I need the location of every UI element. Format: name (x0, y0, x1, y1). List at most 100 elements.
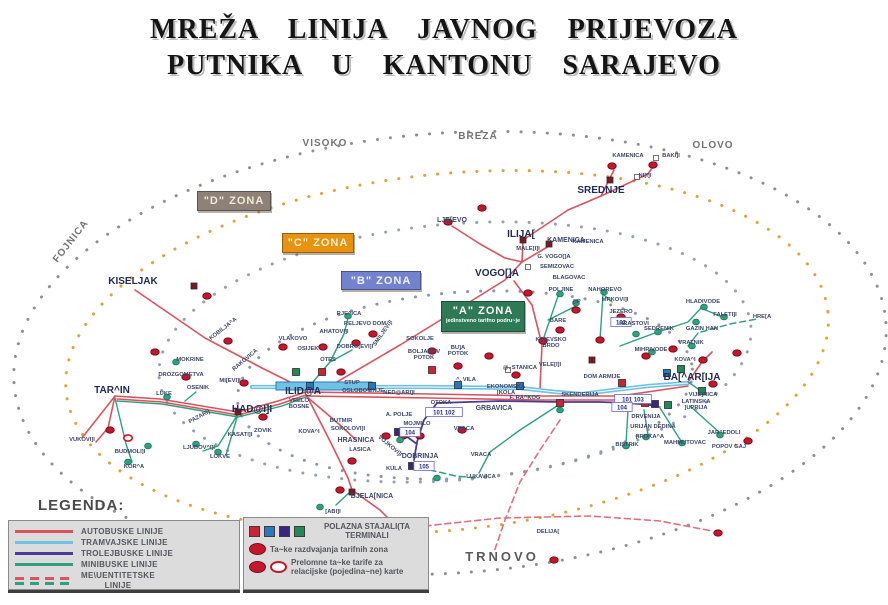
place-label: KAMENICA (572, 239, 604, 245)
tariff-zone-point (368, 330, 378, 338)
minibus-line (202, 413, 239, 452)
zone-boundary-ringB (157, 220, 753, 484)
place-label: LJE[EVO (437, 217, 468, 224)
interentity-green-swatch (15, 582, 73, 585)
minibus-line (689, 405, 720, 433)
place-label: POLJINE (549, 287, 574, 293)
terminal-square-sqRed (618, 379, 626, 387)
place-label: MIHRIVODE (635, 347, 668, 353)
zone-label-d: "D" ZONA (197, 191, 271, 211)
minibus-terminal-point (144, 442, 152, 450)
terminal-square-sqOpen (505, 367, 511, 373)
tariff-zone-point (347, 457, 357, 465)
place-label: TRNOVO (465, 549, 539, 564)
place-label: BOLJAKOV (408, 349, 440, 355)
minibus-terminal-point (192, 440, 200, 448)
minibus-terminal-point (316, 503, 324, 511)
tariff-zone-point (571, 306, 581, 314)
terminal-square-blue-icon (264, 525, 275, 537)
zone-label-text: "A" ZONA (452, 305, 514, 317)
place-label: BLAGOVAC (553, 275, 587, 281)
terminal-square-sqDark (588, 356, 596, 364)
tariff-zone-point (477, 204, 487, 212)
minibus-terminal-point (163, 393, 171, 401)
place-label: RELJEVO DOM (344, 321, 386, 327)
minibus-line (619, 332, 656, 347)
tariff-zone-point (648, 161, 658, 169)
place-label: BISTRIK (615, 442, 639, 448)
place-label: LJUBOV^I]I (183, 445, 215, 451)
minibus-terminal-point (344, 312, 352, 320)
place-label: OTES (320, 357, 336, 363)
place-label: NI[I]I (639, 173, 652, 179)
route-number-text: 101 102 (433, 410, 455, 416)
bus-line (521, 245, 550, 263)
bus-line (513, 280, 543, 389)
place-label: SOKOLOVI]I (331, 426, 366, 432)
tariff-zone-point (318, 343, 328, 351)
terminal-square-sqBlue (454, 381, 462, 389)
place-label: JEZERO (609, 309, 633, 315)
place-label: ILIJA[ (507, 229, 535, 240)
tariff-zone-point (538, 337, 548, 345)
route-number-text: 105 (419, 464, 430, 470)
place-label: OSENIK (187, 385, 210, 391)
place-label: HAD@I]I (232, 404, 273, 415)
minibus-line (599, 293, 604, 341)
ir-line (493, 419, 561, 553)
legend-label-minibus: MINIBUSKE LINIJE (81, 559, 158, 569)
place-label: MRKOVI]I (602, 297, 629, 303)
legend-label-zone-points: Ta~ke razdvajanja tarifnih zona (270, 544, 388, 554)
place-label: KOR^A (124, 464, 145, 470)
terminal-squares-icon (249, 525, 305, 537)
terminal-square-sqOpen (634, 174, 640, 180)
tariff-zone-point (181, 373, 191, 381)
terminal-square-purple-icon (279, 525, 290, 537)
place-label: LATINSKA (682, 399, 712, 405)
legend-label-interentity-2: LINIJE (104, 581, 132, 590)
tariff-zone-point (641, 352, 651, 360)
place-label: BOSNE (289, 404, 310, 410)
bus-line (114, 391, 307, 413)
minibus-line (116, 396, 307, 418)
tariff-zone-point (381, 432, 391, 440)
place-label: HRE[A (753, 314, 772, 320)
place-label: ILID@A (285, 386, 321, 397)
bus-line (134, 289, 303, 389)
zone-label-b: "B" ZONA (341, 271, 421, 290)
place-label: MALE[I]I (516, 246, 540, 252)
minibus-line (643, 409, 649, 436)
minibus-terminal-point (700, 303, 708, 311)
minibus-terminal-point (654, 328, 662, 336)
place-label: KOVA^I (674, 357, 696, 363)
place-label: MOKRINE (176, 357, 204, 363)
place-label: LOKVE (210, 454, 230, 460)
place-label: BARE (550, 318, 567, 324)
place-label: OSLOBO\ENJE (342, 388, 384, 394)
tariff-zone-point (484, 352, 494, 360)
tariff-zone-point (202, 292, 212, 300)
place-label: STUP (344, 380, 360, 386)
tariff-zone-point (743, 437, 753, 445)
place-label: LUKE (156, 391, 172, 397)
tariff-zone-point (453, 362, 463, 370)
legend-label-trolley: TROLEJBUSKE LINIJE (81, 548, 174, 558)
tariff-zone-point (443, 218, 453, 226)
place-label: G. VOGO[]A (537, 254, 571, 260)
terminal-square-sqBlue (368, 382, 376, 390)
place-label: KAMENICA (612, 153, 644, 159)
legend-row-tram: TRAMVAJSKE LINIJE (15, 537, 233, 548)
route-number-badge (610, 317, 632, 327)
terminal-square-sqDark (190, 282, 198, 290)
legend-row-trolley: TROLEJBUSKE LINIJE (15, 548, 233, 559)
minibus-terminal-point (172, 358, 180, 366)
legend-row-interentity: ME\UENTITETSKE LINIJE (15, 570, 233, 592)
legend-label-break-points-1: Prelomne ta~ke tarife za (291, 558, 383, 567)
minibus-terminal-point (124, 458, 132, 466)
route-number-badge (425, 407, 463, 417)
terminal-square-sqGreen (664, 401, 672, 409)
legend-label-terminals: POLAZNA STAJALI(TA TERMINALI (311, 522, 423, 540)
place-label: DRVENIJA (631, 414, 661, 420)
tariff-zone-point (239, 379, 249, 387)
minibus-terminal-point (556, 290, 564, 298)
